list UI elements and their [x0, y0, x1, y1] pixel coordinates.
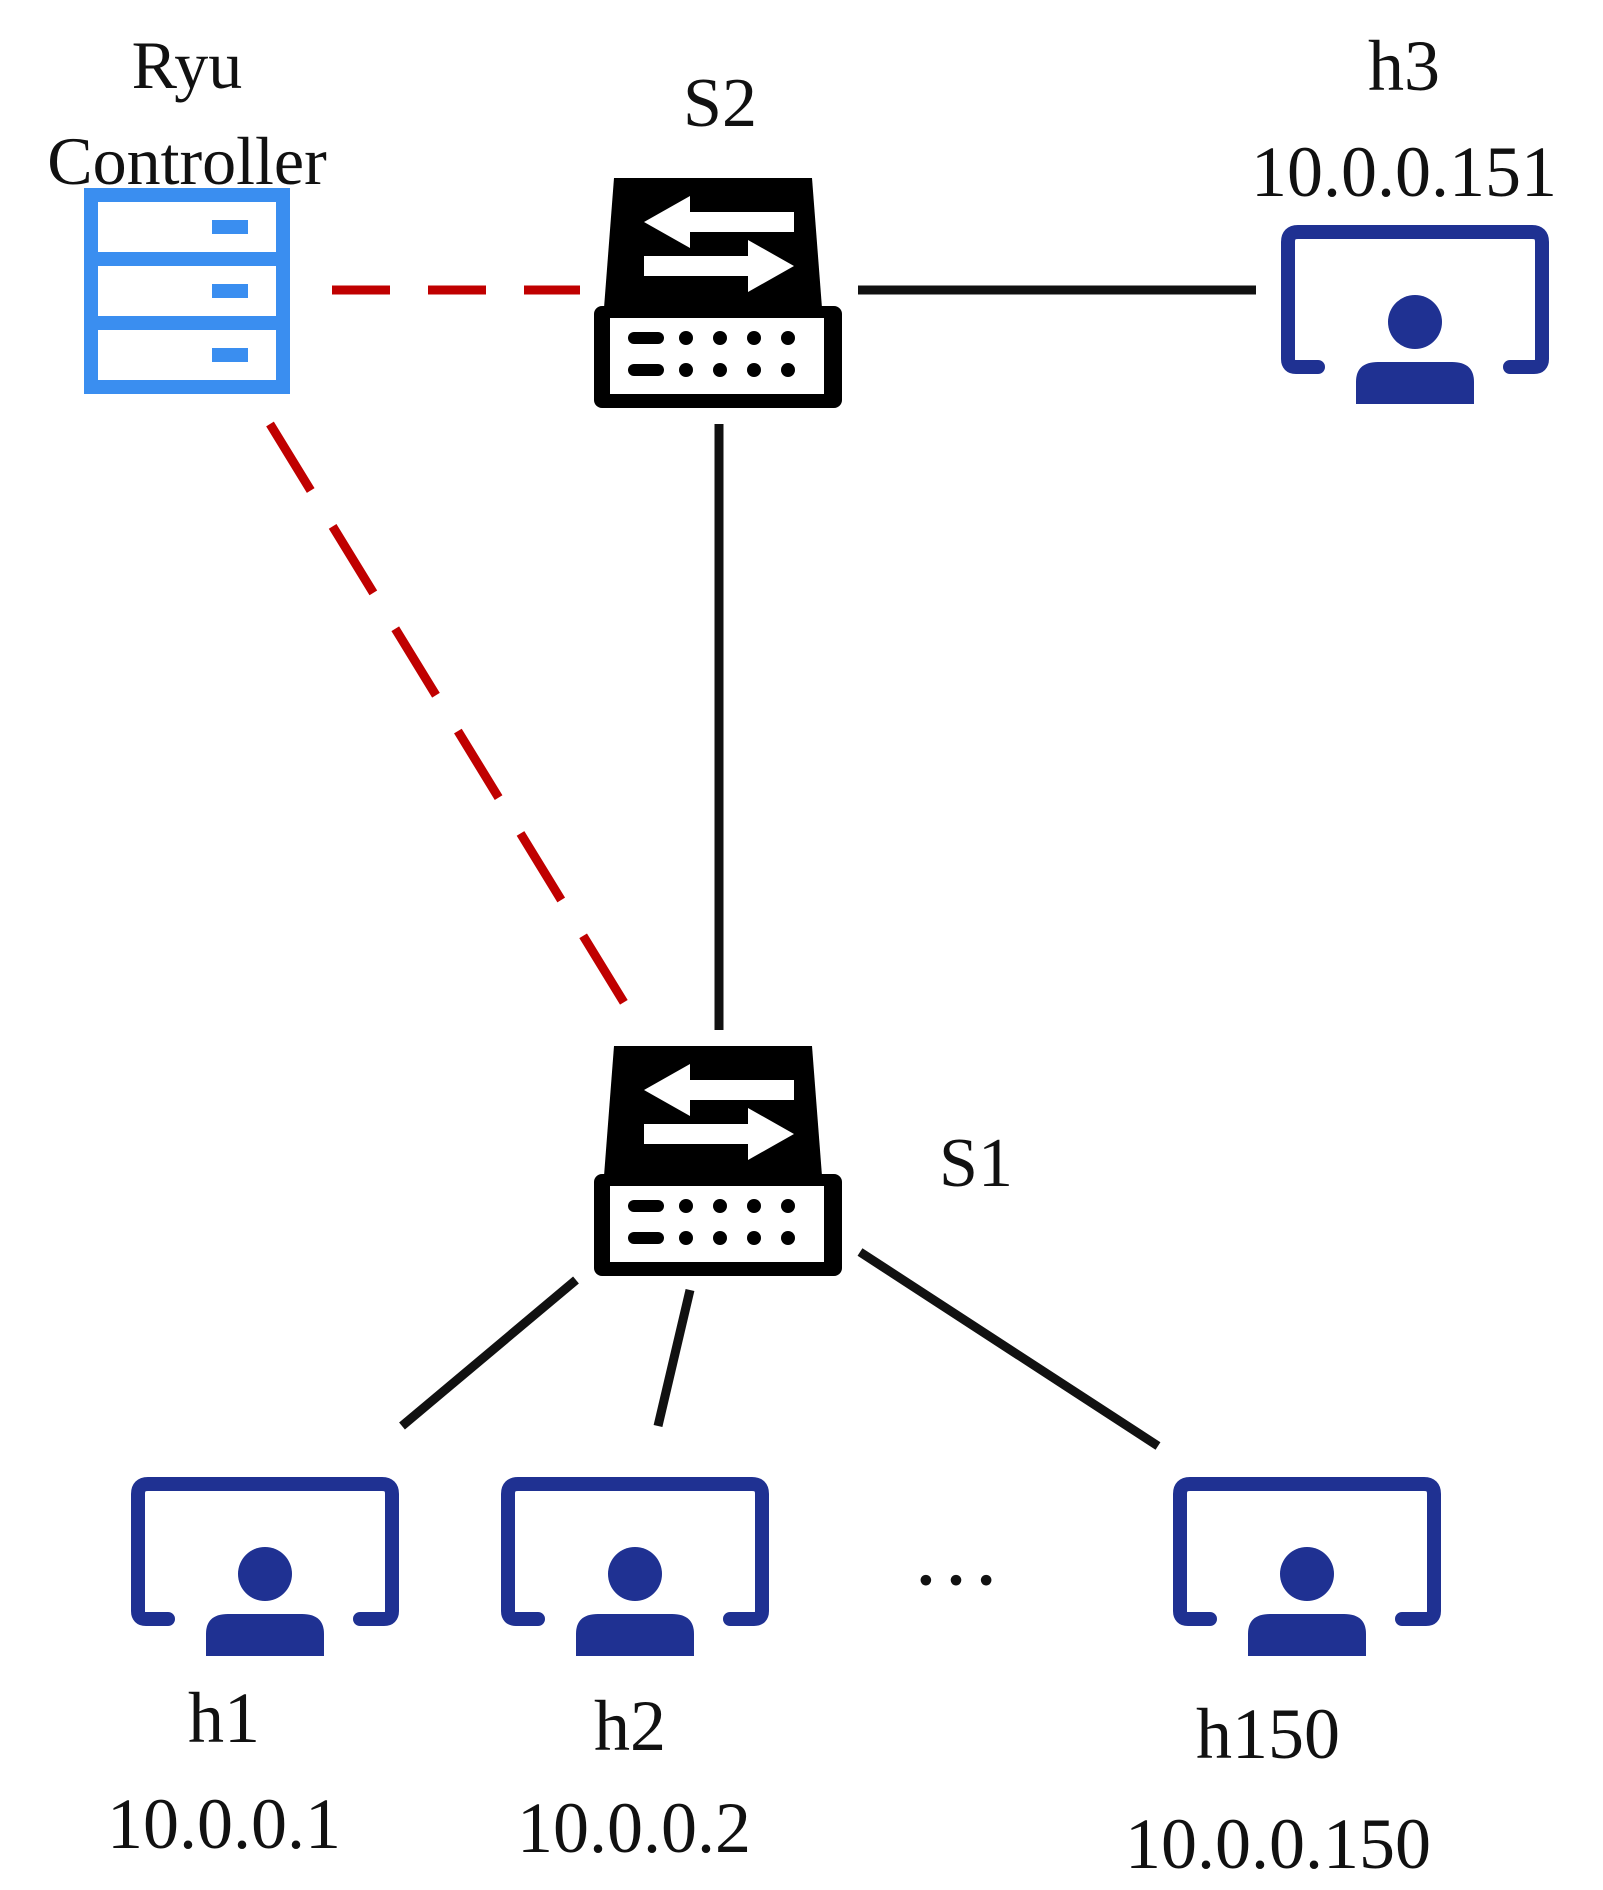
host-h3-ip: 10.0.0.151: [1251, 132, 1557, 212]
host-h3-node: h3 10.0.0.151: [1251, 26, 1557, 404]
controller-label-line2: Controller: [47, 123, 327, 199]
host-icon: [1180, 1484, 1434, 1656]
switch-s2-label: S2: [683, 65, 757, 142]
link-s1-h2: [653, 1288, 695, 1428]
host-icon: [508, 1484, 762, 1656]
link-s1-h150: [857, 1248, 1161, 1450]
host-h150-node: h150 10.0.0.150: [1125, 1484, 1434, 1884]
host-h2-ip: 10.0.0.2: [517, 1788, 751, 1868]
server-icon: [84, 188, 290, 394]
host-h2-name: h2: [594, 1686, 666, 1766]
switch-s1-node: S1: [594, 1046, 1013, 1276]
switch-s1-label: S1: [939, 1125, 1013, 1202]
controller-label-line1: Ryu: [132, 27, 243, 103]
switch-icon: [594, 178, 842, 408]
host-h150-name: h150: [1196, 1694, 1340, 1774]
host-h1-ip: 10.0.0.1: [107, 1784, 341, 1864]
host-h1-name: h1: [188, 1678, 260, 1758]
links: [266, 285, 1256, 1450]
host-h150-ip: 10.0.0.150: [1125, 1804, 1431, 1884]
host-icon: [1288, 232, 1542, 404]
control-link-controller-s1: [266, 421, 646, 1035]
link-s1-h1: [399, 1276, 579, 1430]
host-h3-name: h3: [1368, 26, 1440, 106]
host-ellipsis: …: [911, 1505, 1001, 1604]
switch-icon: [594, 1046, 842, 1276]
host-icon: [138, 1484, 392, 1656]
host-h1-node: h1 10.0.0.1: [107, 1484, 392, 1864]
switch-s2-node: S2: [594, 65, 842, 408]
ryu-controller-node: Ryu Controller: [47, 27, 327, 394]
host-h2-node: h2 10.0.0.2: [508, 1484, 762, 1868]
